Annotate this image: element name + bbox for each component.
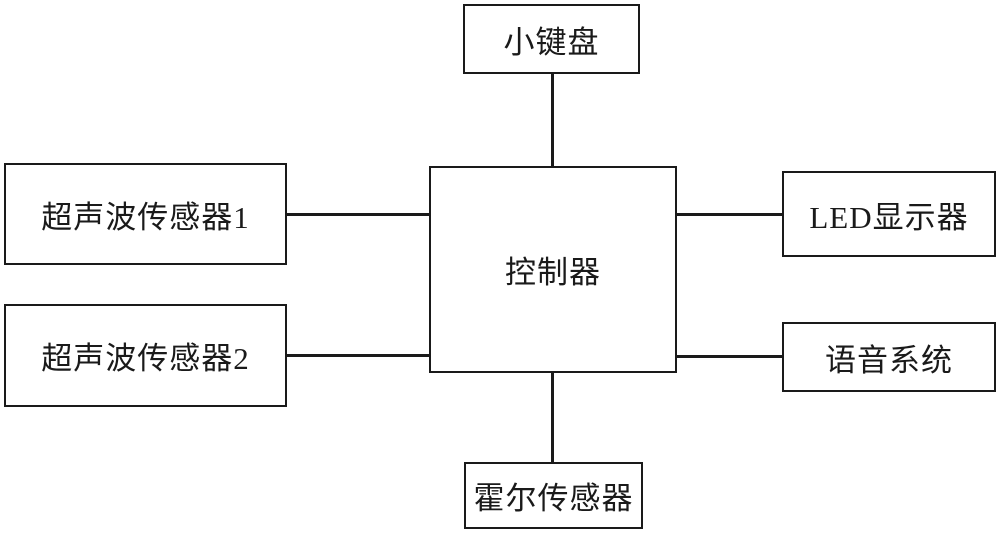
node-ultrasonic-sensor-1: 超声波传感器1 xyxy=(4,163,287,265)
connector-controller-led-display xyxy=(677,213,782,216)
connector-controller-voice-system xyxy=(677,355,782,358)
node-led-display: LED显示器 xyxy=(782,171,996,257)
node-controller-label: 控制器 xyxy=(505,255,601,290)
node-ultrasonic-sensor-2-label: 超声波传感器2 xyxy=(41,341,250,376)
node-keypad-label: 小键盘 xyxy=(503,24,600,60)
connector-ultrasonic2-controller xyxy=(287,354,429,357)
node-hall-sensor-label: 霍尔传感器 xyxy=(473,481,634,516)
node-ultrasonic-sensor-2: 超声波传感器2 xyxy=(4,304,287,407)
node-controller: 控制器 xyxy=(429,166,677,373)
node-hall-sensor: 霍尔传感器 xyxy=(464,462,643,529)
node-led-display-label: LED显示器 xyxy=(809,199,969,235)
connector-ultrasonic1-controller xyxy=(287,213,429,216)
connector-controller-hall-sensor xyxy=(551,373,554,462)
node-ultrasonic-sensor-1-label: 超声波传感器1 xyxy=(41,199,250,235)
node-keypad: 小键盘 xyxy=(463,4,640,74)
node-voice-system: 语音系统 xyxy=(782,322,996,392)
connector-keypad-controller xyxy=(551,74,554,166)
node-voice-system-label: 语音系统 xyxy=(825,342,953,378)
